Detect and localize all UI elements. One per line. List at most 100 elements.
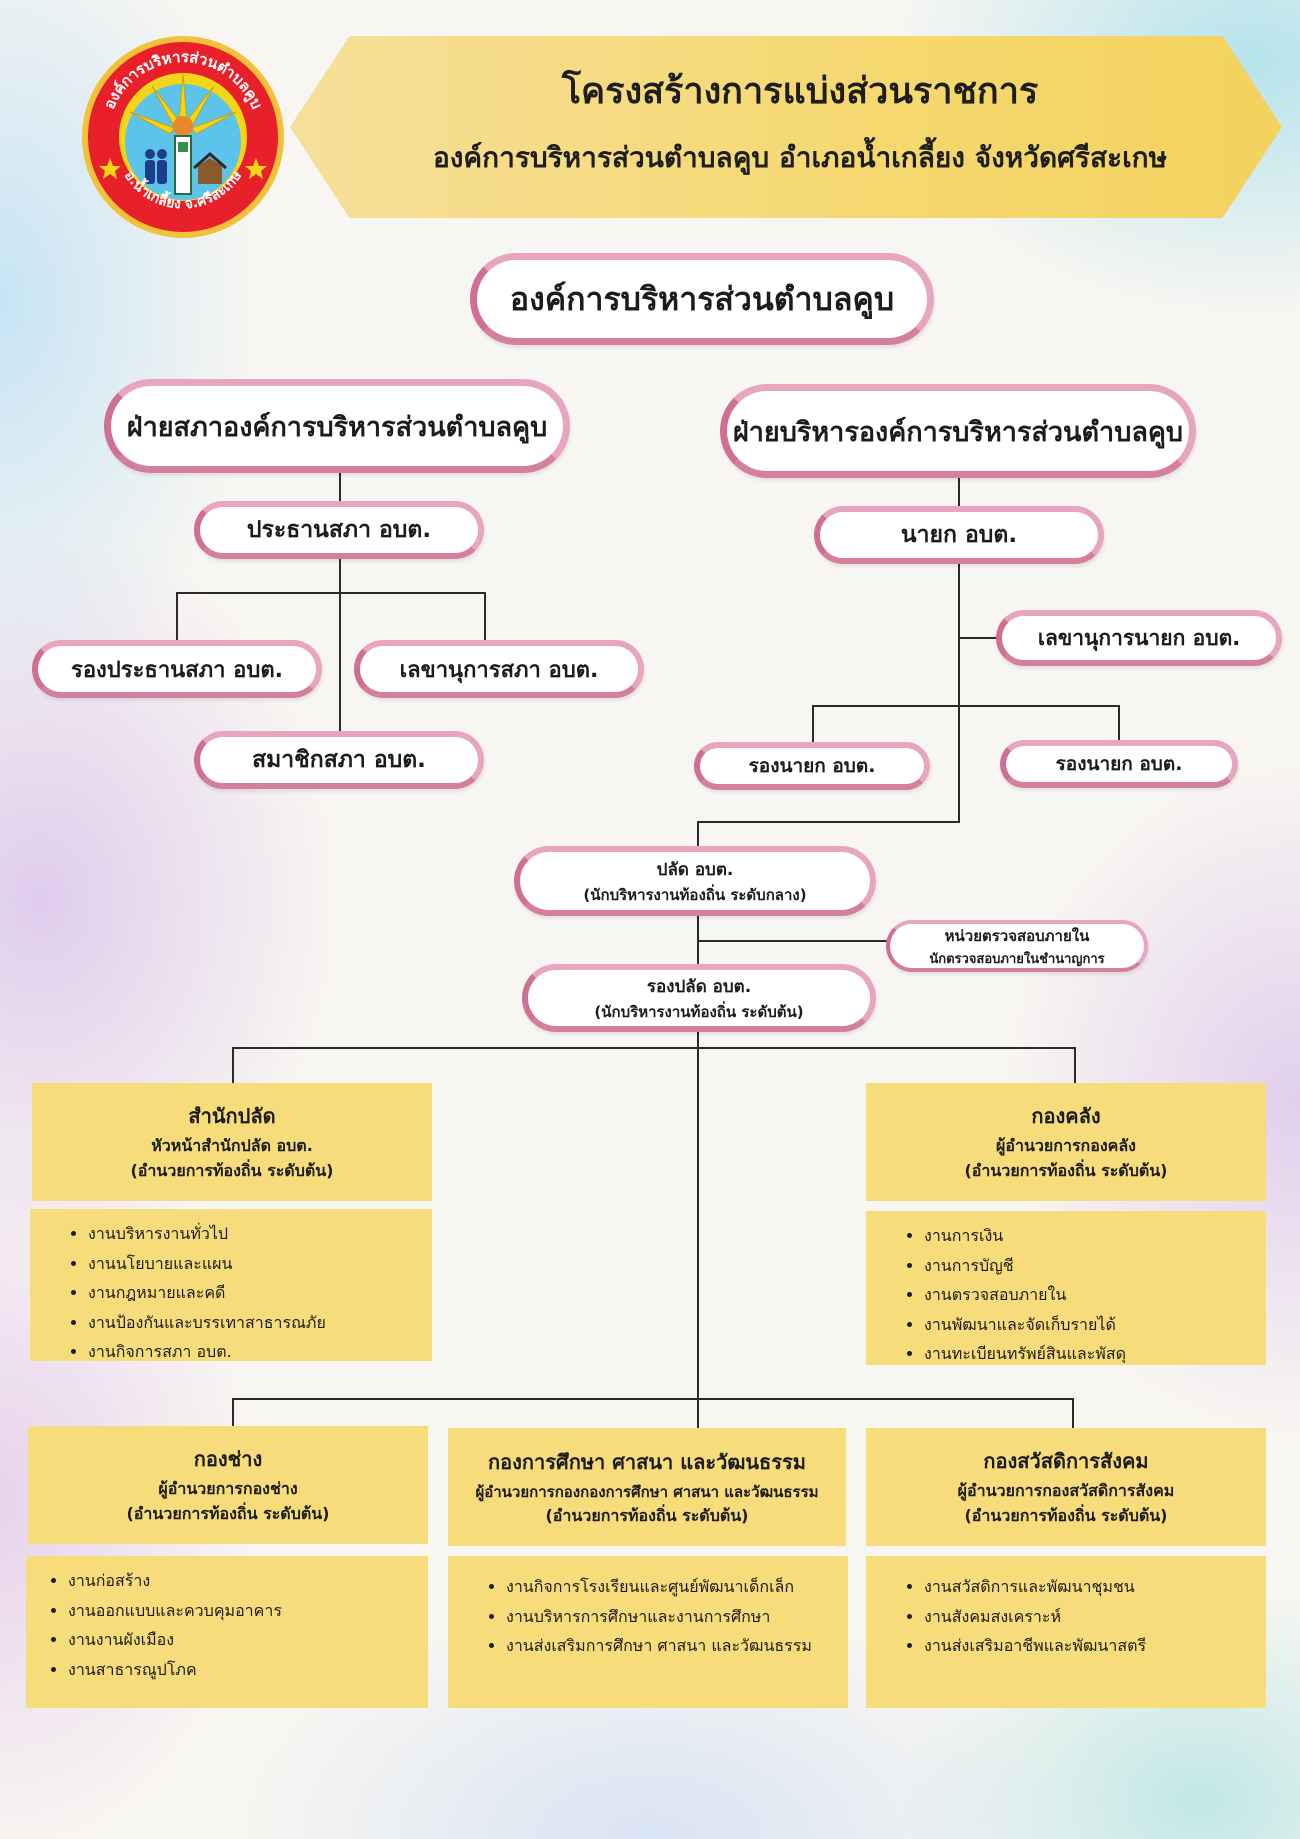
task-item: งานส่งเสริมการศึกษา ศาสนา และวัฒนธรรม <box>506 1631 838 1661</box>
deputy-chief-administrator-level: (นักบริหารงานท้องถิ่น ระดับต้น) <box>594 1002 804 1021</box>
task-item: งานกิจการโรงเรียนและศูนย์พัฒนาเด็กเล็ก <box>506 1572 838 1602</box>
connector-exec-trunk <box>958 560 960 821</box>
task-item: งานสวัสดิการและพัฒนาชุมชน <box>924 1572 1256 1602</box>
deputy-mayor-2: รองนายก อบต. <box>1000 740 1238 788</box>
department-header: กองการศึกษา ศาสนา และวัฒนธรรม ผู้อำนวยกา… <box>448 1428 846 1546</box>
council-secretary-label: เลขานุการสภา อบต. <box>399 657 599 683</box>
department-level: (อำนวยการท้องถิ่น ระดับต้น) <box>964 1161 1168 1180</box>
task-item: งานการเงิน <box>924 1221 1256 1251</box>
page-title: โครงสร้างการแบ่งส่วนราชการ <box>561 71 1039 112</box>
department-header: กองคลัง ผู้อำนวยการกองคลัง (อำนวยการท้อง… <box>866 1083 1266 1201</box>
department-header: สำนักปลัด หัวหน้าสำนักปลัด อบต. (อำนวยกา… <box>32 1083 432 1201</box>
connector-dept-4 <box>697 1398 699 1428</box>
mayor: นายก อบต. <box>814 506 1104 564</box>
department-name: สำนักปลัด <box>188 1104 276 1128</box>
task-item: งานสังคมสงเคราะห์ <box>924 1602 1256 1632</box>
department-name: กองสวัสดิการสังคม <box>983 1449 1149 1473</box>
deputy-mayor-1: รองนายก อบต. <box>694 742 930 790</box>
task-item: งานป้องกันและบรรเทาสาธารณภัย <box>88 1308 422 1338</box>
task-item: งานนโยบายและแผน <box>88 1249 422 1279</box>
executive-division: ฝ่ายบริหารองค์การบริหารส่วนตำบลคูบ <box>720 384 1196 478</box>
council-chair: ประธานสภา อบต. <box>194 501 484 559</box>
connector-exec-mayor <box>958 474 960 508</box>
department-level: (อำนวยการท้องถิ่น ระดับต้น) <box>126 1504 330 1523</box>
department-task-list: งานสวัสดิการและพัฒนาชุมชน งานสังคมสงเครา… <box>866 1556 1266 1708</box>
council-chair-label: ประธานสภา อบต. <box>246 517 432 543</box>
internal-audit-title: หน่วยตรวจสอบภายใน <box>944 926 1090 945</box>
task-item: งานบริหารงานทั่วไป <box>88 1219 422 1249</box>
department-head: ผู้อำนวยการกองกองการศึกษา ศาสนา และวัฒนธ… <box>475 1482 819 1501</box>
council-division-label: ฝ่ายสภาองค์การบริหารส่วนตำบลคูบ <box>126 411 548 443</box>
connector-dept-1 <box>232 1047 234 1083</box>
department-name: กองช่าง <box>193 1447 263 1471</box>
mayor-label: นายก อบต. <box>900 522 1018 548</box>
connector-palat-top <box>697 821 699 847</box>
department-name: กองการศึกษา ศาสนา และวัฒนธรรม <box>488 1449 806 1474</box>
chief-administrator-title: ปลัด อบต. <box>656 859 734 880</box>
department-level: (อำนวยการท้องถิ่น ระดับต้น) <box>964 1506 1168 1525</box>
connector-council-trunk <box>339 556 341 737</box>
root-organization: องค์การบริหารส่วนตำบลคูบ <box>470 253 934 345</box>
root-label: องค์การบริหารส่วนตำบลคูบ <box>509 279 895 318</box>
connector-mayor-secretary <box>958 637 1000 639</box>
connector-deputy-1 <box>812 705 814 747</box>
department-head: ผู้อำนวยการกองช่าง <box>158 1479 298 1498</box>
department-level: (อำนวยการท้องถิ่น ระดับต้น) <box>545 1505 749 1525</box>
council-secretary: เลขานุการสภา อบต. <box>354 640 644 698</box>
connector-dept-row1 <box>232 1047 1076 1049</box>
executive-division-label: ฝ่ายบริหารองค์การบริหารส่วนตำบลคูบ <box>732 416 1184 448</box>
task-item: งานส่งเสริมอาชีพและพัฒนาสตรี <box>924 1631 1256 1661</box>
department-head: ผู้อำนวยการกองสวัสดิการสังคม <box>957 1481 1175 1500</box>
connector-audit <box>697 940 889 942</box>
connector-dept-row2 <box>232 1398 1074 1400</box>
deputy-chief-administrator-title: รองปลัด อบต. <box>646 976 752 997</box>
department-header: กองสวัสดิการสังคม ผู้อำนวยการกองสวัสดิกา… <box>866 1428 1266 1546</box>
task-item: งานพัฒนาและจัดเก็บรายได้ <box>924 1310 1256 1340</box>
connector-vice-chair <box>176 592 178 642</box>
department-header: กองช่าง ผู้อำนวยการกองช่าง (อำนวยการท้อง… <box>28 1426 428 1544</box>
mayor-secretary-label: เลขานุการนายก อบต. <box>1037 625 1241 650</box>
connector-main-trunk <box>697 912 699 1399</box>
task-item: งานทะเบียนทรัพย์สินและพัสดุ <box>924 1339 1256 1369</box>
council-division: ฝ่ายสภาองค์การบริหารส่วนตำบลคูบ <box>104 379 570 473</box>
connector-council-branch <box>176 592 486 594</box>
council-vice-chair: รองประธานสภา อบต. <box>32 640 322 698</box>
task-item: งานกิจการสภา อบต. <box>88 1337 422 1367</box>
connector-deputy-2 <box>1118 705 1120 741</box>
deputy-mayor-2-label: รองนายก อบต. <box>1055 753 1183 775</box>
department-level: (อำนวยการท้องถิ่น ระดับต้น) <box>130 1161 334 1180</box>
header-banner <box>290 36 1282 218</box>
task-item: งานก่อสร้าง <box>68 1566 418 1596</box>
task-item: งานออกแบบและควบคุมอาคาร <box>68 1596 418 1626</box>
connector-dept-5 <box>1072 1398 1074 1428</box>
task-item: งานตรวจสอบภายใน <box>924 1280 1256 1310</box>
council-vice-chair-label: รองประธานสภา อบต. <box>71 657 283 683</box>
task-item: งานการบัญชี <box>924 1251 1256 1281</box>
chief-administrator: ปลัด อบต. (นักบริหารงานท้องถิ่น ระดับกลา… <box>514 846 876 916</box>
page-subtitle: องค์การบริหารส่วนตำบลคูบ อำเภอน้ำเกลี้ยง… <box>432 141 1168 174</box>
connector-dept-3 <box>232 1398 234 1428</box>
connector-exec-to-palat <box>697 821 960 823</box>
task-item: งานกฎหมายและคดี <box>88 1278 422 1308</box>
internal-audit-unit: หน่วยตรวจสอบภายใน นักตรวจสอบภายในชำนาญกา… <box>886 920 1148 972</box>
council-members: สมาชิกสภา อบต. <box>194 731 484 789</box>
mayor-secretary: เลขานุการนายก อบต. <box>996 610 1282 666</box>
connector-deputy-branch <box>812 705 1120 707</box>
connector-council-chair <box>339 470 341 504</box>
department-task-list: งานก่อสร้าง งานออกแบบและควบคุมอาคาร งานง… <box>26 1556 428 1708</box>
connector-dept-2 <box>1074 1047 1076 1083</box>
department-task-list: งานการเงิน งานการบัญชี งานตรวจสอบภายใน ง… <box>866 1211 1266 1365</box>
department-task-list: งานกิจการโรงเรียนและศูนย์พัฒนาเด็กเล็ก ง… <box>448 1556 848 1708</box>
department-name: กองคลัง <box>1031 1104 1101 1128</box>
deputy-chief-administrator: รองปลัด อบต. (นักบริหารงานท้องถิ่น ระดับ… <box>522 964 876 1032</box>
connector-secretary <box>484 592 486 642</box>
organization-logo: องค์การบริหารส่วนตำบลคูบ อ.น้ำเกลี้ยง จ.… <box>82 36 284 238</box>
department-head: ผู้อำนวยการกองคลัง <box>996 1136 1136 1155</box>
task-item: งานสาธารณูปโภค <box>68 1655 418 1685</box>
task-item: งานงานผังเมือง <box>68 1625 418 1655</box>
department-task-list: งานบริหารงานทั่วไป งานนโยบายและแผน งานกฎ… <box>30 1209 432 1361</box>
chief-administrator-level: (นักบริหารงานท้องถิ่น ระดับกลาง) <box>583 885 807 904</box>
internal-audit-position: นักตรวจสอบภายในชำนาญการ <box>929 951 1105 967</box>
task-item: งานบริหารการศึกษาและงานการศึกษา <box>506 1602 838 1632</box>
department-head: หัวหน้าสำนักปลัด อบต. <box>151 1136 313 1155</box>
